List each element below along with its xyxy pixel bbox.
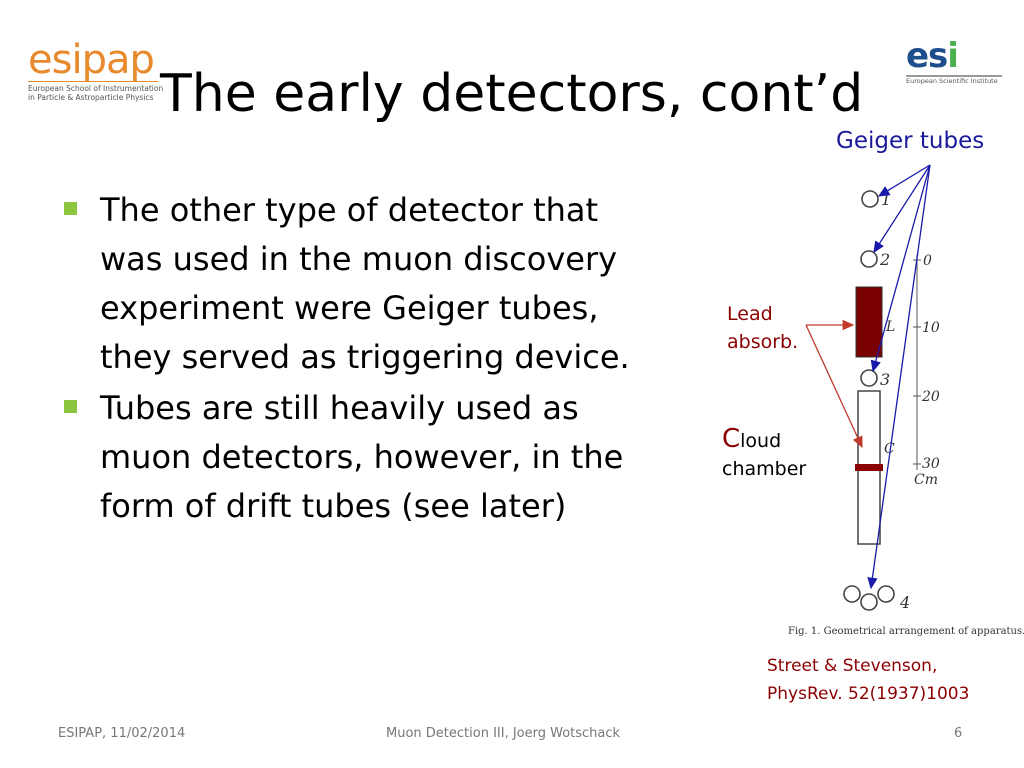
cloud-label-rest: loud bbox=[740, 430, 782, 452]
lead-label-line-1: Lead bbox=[727, 303, 773, 325]
bullet-item: The other type of detector that was used… bbox=[62, 186, 662, 382]
tube-number-3: 3 bbox=[880, 370, 890, 389]
esipap-logo-rule bbox=[28, 81, 158, 82]
geiger-tube-3 bbox=[860, 369, 878, 387]
footer-title: Muon Detection III, Joerg Wotschack bbox=[386, 726, 621, 741]
scale-tick-label: 30 bbox=[922, 456, 940, 472]
esi-logo-line: European Scientific Institute bbox=[906, 77, 998, 85]
esi-wordmark-i: i bbox=[947, 36, 959, 76]
esi-wordmark-es: es bbox=[906, 36, 948, 76]
figure-caption: Fig. 1. Geometrical arrangement of appar… bbox=[788, 626, 1024, 637]
cloud-chamber-label: Cloud chamber bbox=[722, 425, 806, 483]
geiger-tube-4a bbox=[843, 585, 861, 603]
geiger-arrow-4 bbox=[867, 164, 931, 590]
esi-logo: esi European Scientific Institute bbox=[906, 38, 1006, 88]
bullet-item: Tubes are still heavily used as muon det… bbox=[62, 384, 662, 531]
slide-title: The early detectors, cont’d bbox=[160, 64, 864, 124]
esipap-logo-line-1: European School of Instrumentation bbox=[28, 84, 164, 93]
geiger-arrow-1 bbox=[877, 164, 931, 197]
scale-tick-label: 20 bbox=[921, 389, 940, 405]
scale-unit: Cm bbox=[914, 472, 938, 488]
tube-number-1: 1 bbox=[881, 190, 891, 209]
geiger-tube-2 bbox=[860, 250, 878, 268]
scale-letter-c: C bbox=[884, 441, 895, 457]
bullet-text: Tubes are still heavily used as muon det… bbox=[100, 389, 624, 525]
cloud-label-initial: C bbox=[722, 424, 741, 454]
geiger-tube-4c bbox=[877, 585, 895, 603]
tube-number-2: 2 bbox=[879, 250, 890, 269]
citation-line-2: PhysRev. 52(1937)1003 bbox=[767, 684, 970, 704]
slide-number: 6 bbox=[954, 726, 963, 741]
geiger-arrow-3 bbox=[870, 164, 931, 373]
scale-tick-label: 0 bbox=[923, 253, 932, 269]
esi-wordmark: esi bbox=[906, 38, 1006, 74]
cloud-label-line-1: Cloud bbox=[722, 425, 806, 455]
scale-tick-label: 10 bbox=[922, 320, 940, 336]
cloud-arrow bbox=[805, 324, 863, 449]
esipap-logo-line-2: in Particle & Astroparticle Physics bbox=[28, 93, 154, 102]
geiger-tube-4b bbox=[860, 593, 878, 611]
esipap-wordmark: esipap bbox=[28, 37, 155, 83]
bullet-square-icon bbox=[64, 202, 77, 215]
bullet-list: The other type of detector that was used… bbox=[62, 186, 662, 533]
tube-number-4: 4 bbox=[899, 593, 910, 612]
esi-logo-rule bbox=[906, 75, 1002, 77]
geiger-arrow-2 bbox=[873, 164, 931, 254]
footer-date: ESIPAP, 11/02/2014 bbox=[58, 726, 186, 741]
citation-line-1: Street & Stevenson, bbox=[767, 656, 938, 676]
scale-letter-l: L bbox=[885, 319, 895, 335]
esipap-logo: esipap European School of Instrumentatio… bbox=[28, 40, 163, 106]
cloud-chamber-band bbox=[855, 464, 883, 471]
lead-absorber-label: Lead absorb. bbox=[727, 300, 798, 356]
bullet-text: The other type of detector that was used… bbox=[100, 191, 630, 376]
lead-absorber bbox=[855, 286, 883, 358]
geiger-tube-1 bbox=[861, 190, 879, 208]
lead-label-line-2: absorb. bbox=[727, 331, 799, 353]
geiger-tubes-label: Geiger tubes bbox=[836, 128, 985, 154]
citation: Street & Stevenson, PhysRev. 52(1937)100… bbox=[767, 652, 969, 708]
cloud-label-line-2: chamber bbox=[722, 458, 807, 480]
bullet-square-icon bbox=[64, 400, 77, 413]
